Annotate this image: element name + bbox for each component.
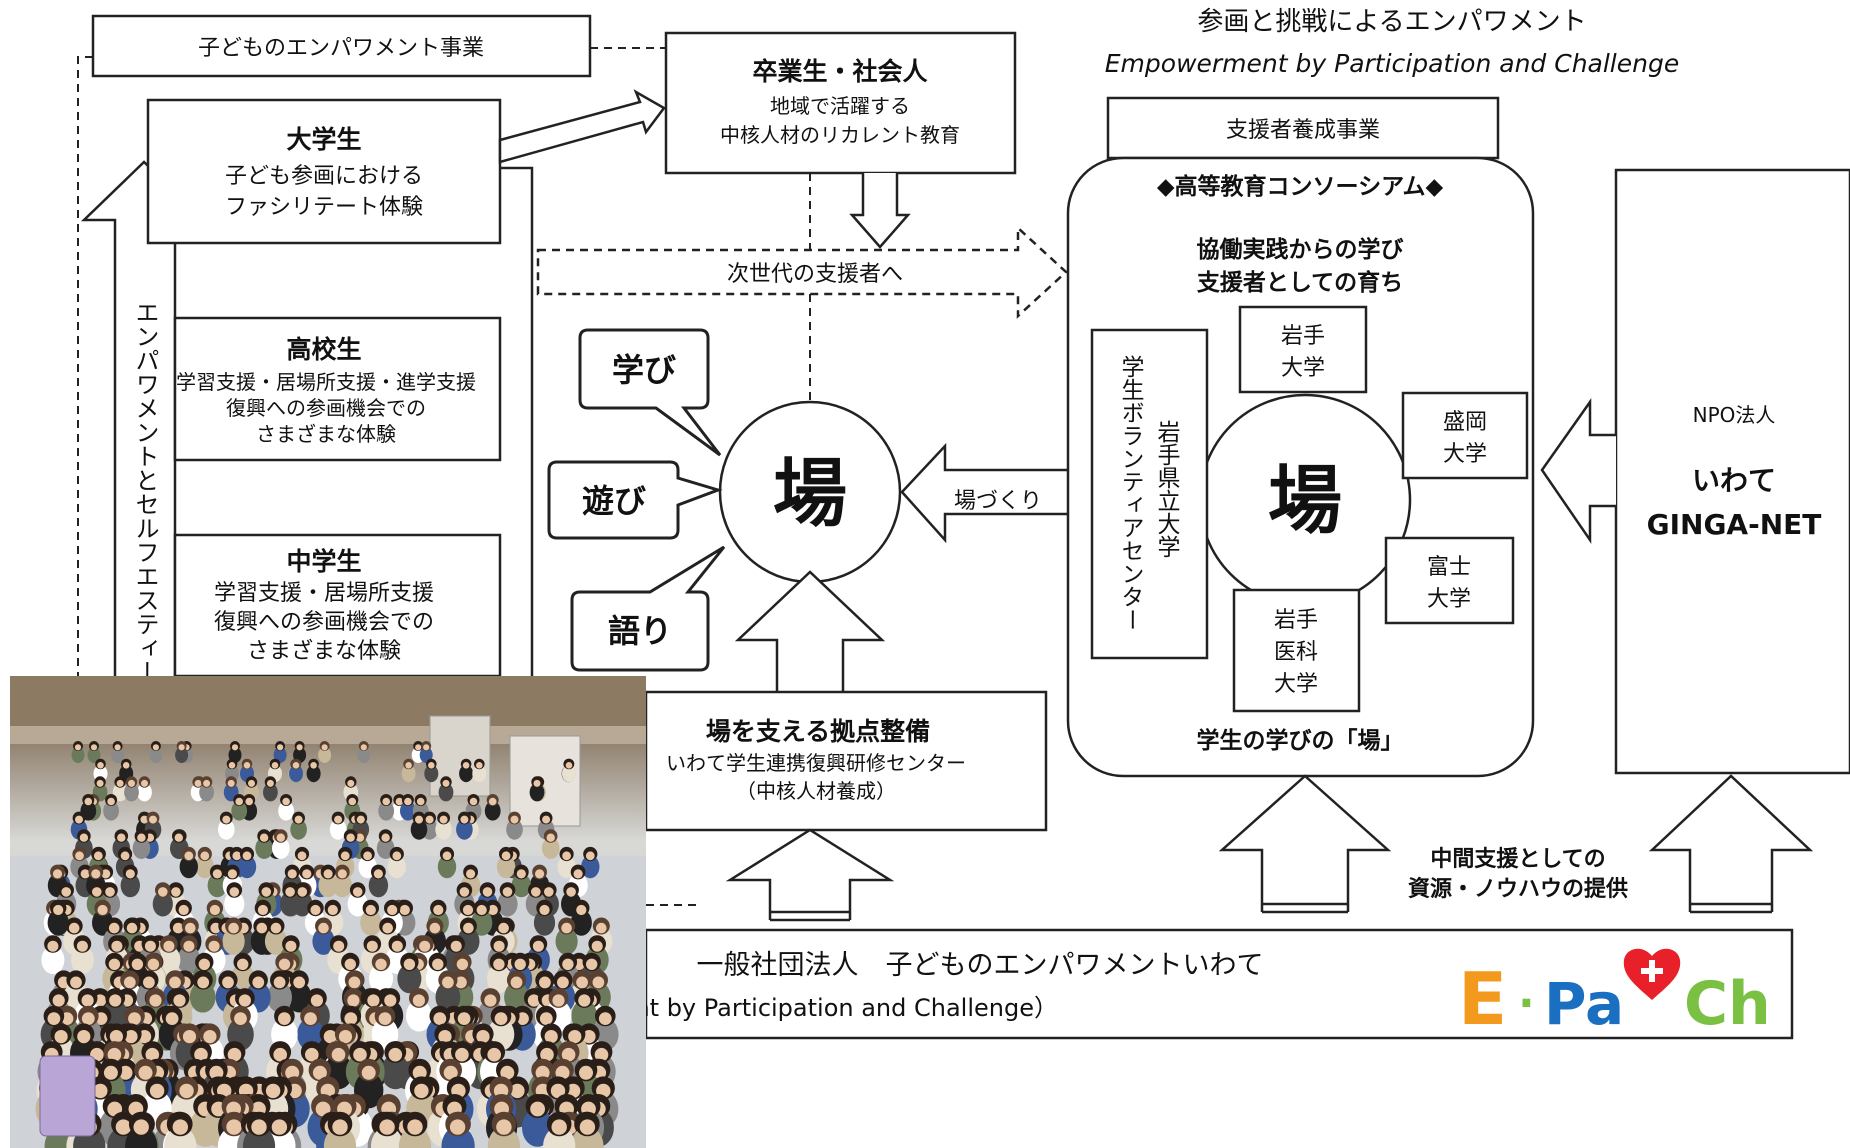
base-facility-line: いわて学生連携復興研修センター [666, 751, 966, 775]
org-to-consortium-arrow [1218, 774, 1392, 912]
next-generation-label: 次世代の支援者へ [727, 262, 903, 287]
university-to-grad-arrow [498, 89, 666, 164]
intermediate-support-line: 中間支援としての [1430, 847, 1605, 872]
org-to-base-arrow [725, 828, 895, 920]
morioka-university-line: 大学 [1443, 442, 1487, 467]
middle-school-student-line: 復興への参画機会での [214, 610, 434, 635]
npo-type-label: NPO法人 [1693, 403, 1776, 427]
supporter-program-label: 支援者養成事業 [1226, 118, 1380, 143]
katari-bubble [570, 545, 726, 672]
next-generation-arrow [536, 225, 1068, 319]
high-school-student-box [173, 316, 502, 462]
middle-school-student-line: さまざまな体験 [247, 638, 401, 664]
volunteer-center-line: 学生ボランティアセンター [1117, 355, 1144, 631]
left-dashed-border [77, 56, 93, 676]
org-to-npo-arrow [1648, 774, 1814, 912]
diagram-title-jp: 参画と挑戦によるエンパワメント [1197, 7, 1586, 37]
organization-name: 一般社団法人 子どものエンパワメントいわて [697, 950, 1264, 981]
npo-name-line2: GINGA-NET [1647, 508, 1822, 541]
manabi-label: 学び [612, 351, 676, 389]
volunteer-center-box [1090, 328, 1209, 660]
base-up-arrow [734, 570, 886, 692]
katari-label: 語り [608, 612, 672, 650]
university-student-line: ファシリテート体験 [225, 195, 423, 220]
npo-name-line1: いわて [1692, 464, 1776, 497]
crowd [35, 741, 619, 1148]
group-photo [10, 676, 646, 1148]
fuji-university-line: 大学 [1427, 587, 1471, 612]
iwate-medical-university-line: 大学 [1274, 672, 1318, 697]
org-to-npo-arrow-base [1690, 902, 1772, 914]
iwate-medical-university-box [1232, 588, 1361, 713]
suitcase [39, 1055, 96, 1137]
high-school-student-title: 高校生 [286, 335, 361, 364]
high-school-student-line: 学習支援・居場所支援・進学支援 [176, 370, 476, 394]
org-to-consortium-arrow-base [1262, 902, 1348, 914]
organization-box [644, 928, 1794, 1040]
university-student-title: 大学生 [286, 125, 361, 154]
consortium-title: ◆高等教育コンソーシアム◆ [1157, 173, 1444, 200]
morioka-university-box [1401, 391, 1529, 480]
logo-e: E [1458, 957, 1507, 1041]
iwate-medical-university-line: 医科 [1274, 640, 1318, 665]
logo-pa: Pa [1544, 970, 1624, 1038]
iwate-university-line: 岩手 [1281, 324, 1325, 349]
graduate-title: 卒業生・社会人 [752, 57, 927, 86]
high-school-student-line: さまざまな体験 [256, 422, 396, 446]
student-ba-kanji: 場 [1268, 458, 1342, 544]
consortium-line: 協働実践からの学び [1197, 236, 1404, 263]
high-school-student-line: 復興への参画機会での [226, 396, 426, 420]
middle-school-student-box [173, 533, 502, 678]
base-facility-box [644, 690, 1048, 832]
supporter-program-box [1106, 96, 1500, 160]
fuji-university-box [1384, 536, 1515, 625]
morioka-university-line: 盛岡 [1443, 410, 1487, 435]
manabi-bubble [578, 328, 722, 457]
graduate-box [664, 31, 1017, 175]
child-empowerment-program-box [91, 14, 592, 78]
logo-ch: Ch [1684, 969, 1771, 1039]
iwate-university-box [1238, 305, 1368, 394]
university-student-line: 子ども参画における [225, 164, 423, 189]
student-ba-caption: 学生の学びの「場」 [1197, 727, 1404, 754]
ba-center-kanji: 場 [773, 451, 847, 537]
base-facility-line: （中核人材養成） [736, 779, 896, 803]
stage-connector-line [500, 166, 534, 676]
asobi-label: 遊び [582, 482, 646, 520]
group-photo-drawing [10, 676, 646, 1148]
bazukuri-label: 場づくり [954, 489, 1042, 514]
bazukuri-arrow [900, 442, 1072, 544]
consortium-line: 支援者としての育ち [1196, 269, 1403, 296]
npo-box [1614, 168, 1850, 775]
empowerment-vertical-label: エンパワメントとセルフエスティーム [131, 300, 159, 708]
org-to-base-arrow-base [770, 910, 850, 922]
graduate-line: 地域で活躍する [770, 94, 910, 118]
graduate-down-arrow [849, 173, 911, 249]
diagram-title-en: Empowerment by Participation and Challen… [1105, 49, 1679, 78]
child-empowerment-program-label: 子どものエンパワメント事業 [198, 36, 484, 61]
iwate-university-line: 大学 [1281, 356, 1325, 381]
fuji-university-line: 富士 [1427, 555, 1471, 580]
base-facility-title: 場を支える拠点整備 [706, 717, 930, 746]
middle-school-student-title: 中学生 [286, 547, 361, 576]
npo-to-consortium-arrow [1540, 398, 1616, 545]
university-student-box [146, 98, 502, 245]
graduate-line: 中核人材のリカレント教育 [720, 123, 960, 147]
iwate-medical-university-line: 岩手 [1274, 608, 1318, 633]
epatch-logo: E · Pa Ch [1458, 948, 1771, 1041]
middle-school-student-line: 学習支援・居場所支援 [214, 581, 434, 606]
volunteer-center-line: 岩手県立大学 [1153, 420, 1181, 558]
intermediate-support-line: 資源・ノウハウの提供 [1408, 876, 1628, 902]
asobi-bubble [547, 460, 723, 540]
logo-dot: · [1518, 978, 1535, 1029]
